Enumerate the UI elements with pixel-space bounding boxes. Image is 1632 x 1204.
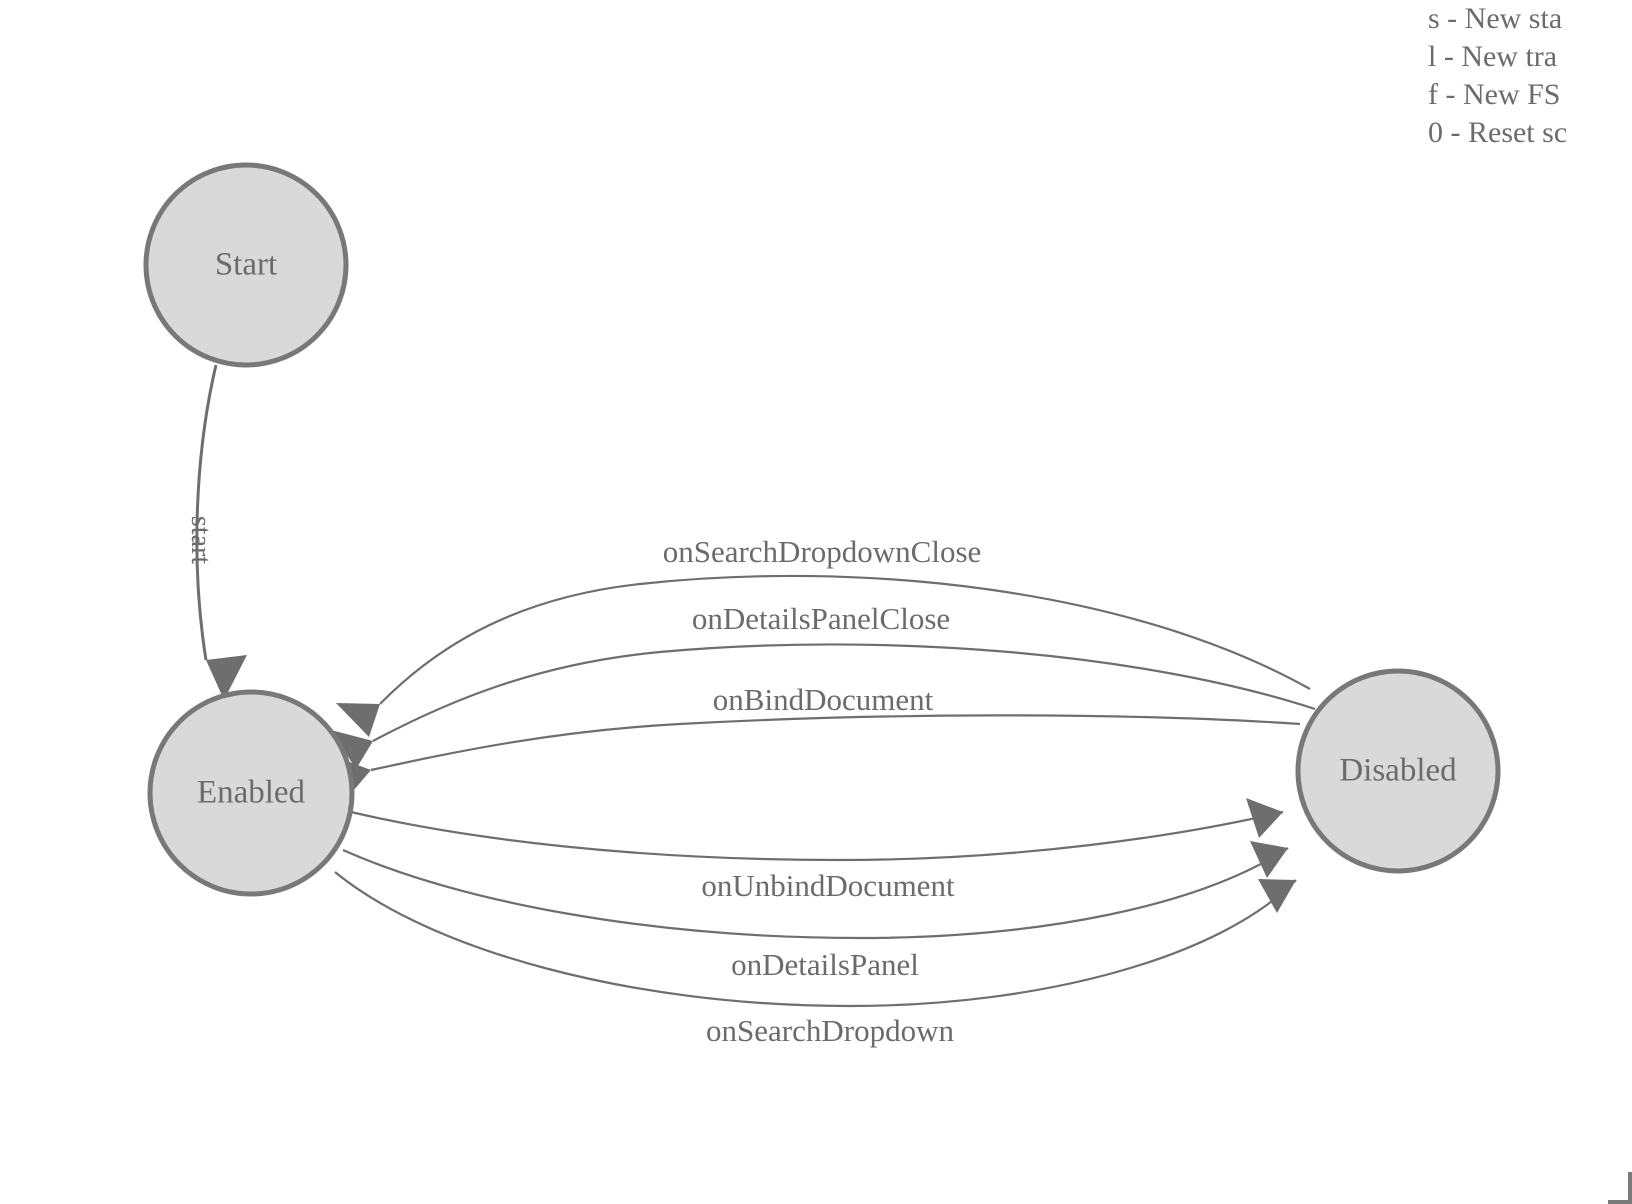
- edge-label-onDetailsPanel: onDetailsPanel: [731, 947, 919, 982]
- keyboard-help-overlay: s - New sta l - New tra f - New FS 0 - R…: [1428, 0, 1632, 152]
- arrow-head: [206, 655, 247, 700]
- edge-onUnbindDocument[interactable]: [350, 798, 1284, 862]
- edge-label-onUnbindDocument: onUnbindDocument: [701, 868, 955, 903]
- resize-corner-mark[interactable]: [1608, 1172, 1632, 1204]
- node-circle: [143, 162, 349, 368]
- help-line-new-transition: l - New tra: [1428, 40, 1558, 73]
- arrow-head: [336, 703, 380, 737]
- edge-onSearchDropdown[interactable]: [334, 871, 1297, 1008]
- edge-path: [342, 847, 1289, 940]
- arrow-head: [1258, 879, 1296, 913]
- edge-onDetailsPanelClose[interactable]: [331, 643, 1316, 769]
- node-label: Start: [215, 247, 277, 283]
- help-line-new-fsm: f - New FS: [1428, 78, 1561, 111]
- edge-onSearchDropdownClose[interactable]: [336, 574, 1311, 737]
- node-circle: [147, 689, 355, 897]
- arrow-head: [1250, 841, 1288, 878]
- arrow-head: [1246, 798, 1283, 838]
- edge-label-onSearchDropdownClose: onSearchDropdownClose: [663, 534, 982, 569]
- node-disabled[interactable]: Disabled: [1295, 668, 1501, 874]
- edge-path: [379, 574, 1311, 705]
- edge-label-start: start: [185, 516, 216, 564]
- edge-onBindDocument[interactable]: [333, 714, 1301, 797]
- node-enabled[interactable]: Enabled: [147, 689, 355, 897]
- help-line-new-state: s - New sta: [1428, 2, 1563, 35]
- edge-path: [372, 643, 1316, 742]
- edge-label-onBindDocument: onBindDocument: [713, 682, 934, 717]
- edge-start[interactable]: [195, 364, 247, 700]
- arrow-head: [331, 730, 373, 769]
- node-label: Enabled: [197, 775, 306, 811]
- edge-path: [195, 364, 218, 661]
- help-line-reset-scale: 0 - Reset sc: [1428, 116, 1568, 149]
- node-start[interactable]: Start: [143, 162, 349, 368]
- edge-label-onDetailsPanelClose: onDetailsPanelClose: [692, 601, 950, 636]
- node-circle: [1295, 668, 1501, 874]
- edge-path: [350, 810, 1284, 862]
- edge-path: [370, 714, 1301, 772]
- edge-label-onSearchDropdown: onSearchDropdown: [706, 1013, 954, 1048]
- corner-horizontal-bar: [1608, 1200, 1632, 1204]
- edge-onDetailsPanel[interactable]: [342, 841, 1289, 940]
- node-label: Disabled: [1339, 753, 1457, 789]
- corner-vertical-bar: [1628, 1172, 1632, 1204]
- edge-path: [334, 871, 1297, 1008]
